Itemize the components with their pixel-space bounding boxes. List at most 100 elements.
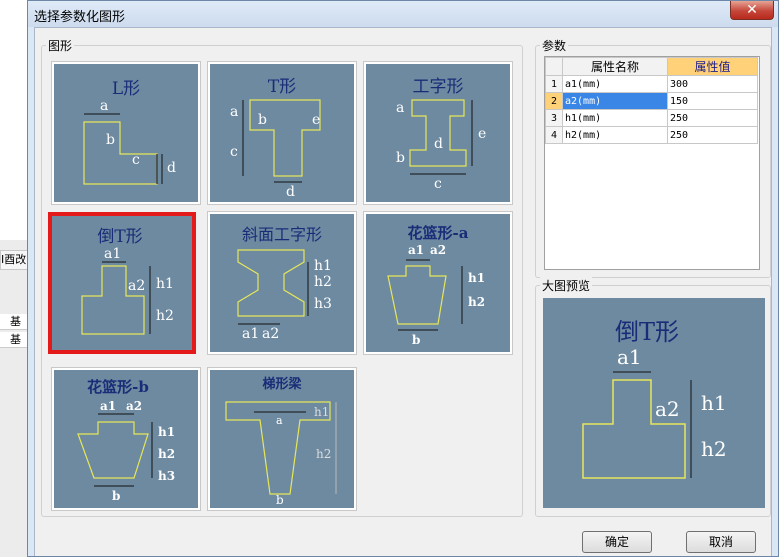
property-name[interactable]: a2(mm) (562, 92, 668, 110)
dim-label: a2 (126, 399, 142, 413)
shape-tile-i[interactable]: 工字形 a b c d e (363, 61, 513, 205)
dim-label: b (396, 150, 405, 166)
close-icon: ✕ (746, 2, 758, 18)
dim-label: h1 (156, 276, 174, 292)
dim-label: a1 (617, 345, 642, 369)
dim-label: d (286, 184, 295, 200)
tile-title: 倒T形 (97, 227, 142, 247)
dim-label: d (434, 136, 443, 152)
params-group-label: 参数 (540, 37, 569, 54)
basket-b-diagram: 花篮形-b a1 a2 h1 h2 h3 b (77, 378, 175, 503)
dim-label: a1 (104, 246, 121, 262)
dim-label: h1 (701, 391, 727, 415)
table-row[interactable]: 2 a2(mm) 150 (545, 92, 758, 110)
dim-label: e (478, 126, 486, 142)
shape-tile-sloped-i[interactable]: 斜面工字形 h1 h2 h3 a1 a2 (207, 211, 357, 355)
preview-canvas: 倒T形 a1 a2 h1 h2 (543, 298, 765, 508)
dim-label: a2 (128, 278, 145, 294)
property-value-editing[interactable]: 150 (667, 92, 758, 110)
dim-label: c (434, 176, 442, 192)
dialog-client: 图形 L形 a b c d T形 (34, 27, 772, 556)
dim-label: a (100, 98, 108, 114)
property-name[interactable]: h1(mm) (562, 109, 668, 127)
dim-label: d (167, 160, 176, 176)
table-row[interactable]: 3 h1(mm) 250 (545, 109, 758, 127)
params-grid: 属性名称 属性值 1 a1(mm) 300 2 a2(mm) 150 3 (544, 56, 760, 270)
l-shape-diagram: L形 a b c d (83, 79, 176, 185)
i-shape-diagram: 工字形 a b c d e (396, 77, 486, 192)
dim-label: h1 (158, 425, 175, 439)
dim-label: e (312, 112, 320, 128)
t-shape-diagram: T形 a b c d e (230, 77, 321, 200)
preview-group: 大图预览 倒T形 a1 a2 h1 h2 (535, 277, 771, 517)
table-row[interactable]: 1 a1(mm) 300 (545, 75, 758, 93)
dim-label: h2 (316, 447, 331, 461)
row-number: 3 (545, 109, 563, 127)
dim-label: h2 (156, 308, 174, 324)
dim-label: c (132, 152, 140, 168)
dim-label: b (276, 493, 284, 507)
dim-label: h3 (158, 469, 175, 483)
dim-label: a1 (100, 399, 116, 413)
shape-tile-basket-a[interactable]: 花篮形-a a1 a2 h1 h2 b (363, 211, 513, 355)
dim-label: a1 (408, 243, 424, 257)
dim-label: a (396, 100, 404, 116)
property-value[interactable]: 300 (667, 75, 758, 93)
dim-label: h2 (314, 274, 332, 290)
dim-label: b (106, 132, 115, 148)
sloped-i-diagram: 斜面工字形 h1 h2 h3 a1 a2 (237, 225, 332, 342)
parametric-shape-dialog: 选择参数化图形 ✕ 图形 L形 a b c d (27, 0, 779, 557)
dim-label: a (230, 104, 238, 120)
column-header-name[interactable]: 属性名称 (562, 57, 668, 76)
dim-label: a2 (262, 326, 279, 342)
property-name[interactable]: a1(mm) (562, 75, 668, 93)
tile-title: 斜面工字形 (242, 225, 322, 244)
row-number: 4 (545, 126, 563, 144)
property-value[interactable]: 250 (667, 109, 758, 127)
dim-label: a2 (655, 397, 680, 421)
shape-tile-trapezoid-beam[interactable]: 梯形梁 h1 a h2 b (207, 367, 357, 511)
dim-label: b (412, 333, 420, 347)
dim-label: h2 (468, 295, 485, 309)
shape-tile-basket-b[interactable]: 花篮形-b a1 a2 h1 h2 h3 b (51, 367, 201, 511)
dim-label: h1 (468, 271, 485, 285)
trapezoid-beam-diagram: 梯形梁 h1 a h2 b (225, 376, 337, 507)
dim-label: b (112, 489, 120, 503)
ok-button[interactable]: 确定 (582, 531, 652, 553)
row-number: 2 (545, 92, 563, 110)
tile-title: 梯形梁 (262, 376, 302, 392)
property-name[interactable]: h2(mm) (562, 126, 668, 144)
inverted-t-preview-diagram: 倒T形 a1 a2 h1 h2 (582, 318, 727, 479)
tile-title: 花篮形-a (408, 224, 469, 242)
grid-corner (545, 57, 563, 76)
params-group: 参数 属性名称 属性值 1 a1(mm) 300 2 a2(mm (535, 37, 771, 278)
close-button[interactable]: ✕ (730, 1, 774, 20)
preview-group-label: 大图预览 (540, 277, 593, 294)
tile-title: 花篮形-b (87, 378, 149, 396)
dim-label: c (230, 144, 238, 160)
title-bar: 选择参数化图形 ✕ (28, 1, 778, 27)
shapes-group-label: 图形 (46, 37, 75, 54)
dialog-title: 选择参数化图形 (34, 10, 126, 25)
shape-tile-t[interactable]: T形 a b c d e (207, 61, 357, 205)
tile-title: L形 (112, 79, 140, 99)
shape-tile-inverted-t[interactable]: 倒T形 a1 a2 h1 h2 (48, 212, 196, 354)
table-row[interactable]: 4 h2(mm) 250 (545, 126, 758, 144)
dim-label: h2 (701, 437, 727, 461)
dim-label: b (258, 112, 267, 128)
cancel-button[interactable]: 取消 (686, 531, 756, 553)
shape-tile-l[interactable]: L形 a b c d (51, 61, 201, 205)
column-header-value[interactable]: 属性值 (667, 57, 758, 76)
shapes-group: 图形 L形 a b c d T形 (41, 37, 523, 517)
dim-label: a1 (242, 326, 259, 342)
tile-title: T形 (268, 77, 296, 97)
dim-label: h2 (158, 447, 175, 461)
basket-a-diagram: 花篮形-a a1 a2 h1 h2 b (387, 224, 485, 347)
dim-label: a (276, 414, 283, 427)
property-value[interactable]: 250 (667, 126, 758, 144)
tile-title: 工字形 (413, 77, 464, 97)
dim-label: a2 (430, 243, 446, 257)
dim-label: h1 (314, 405, 329, 419)
inverted-t-diagram: 倒T形 a1 a2 h1 h2 (81, 227, 174, 335)
dim-label: h3 (314, 296, 332, 312)
